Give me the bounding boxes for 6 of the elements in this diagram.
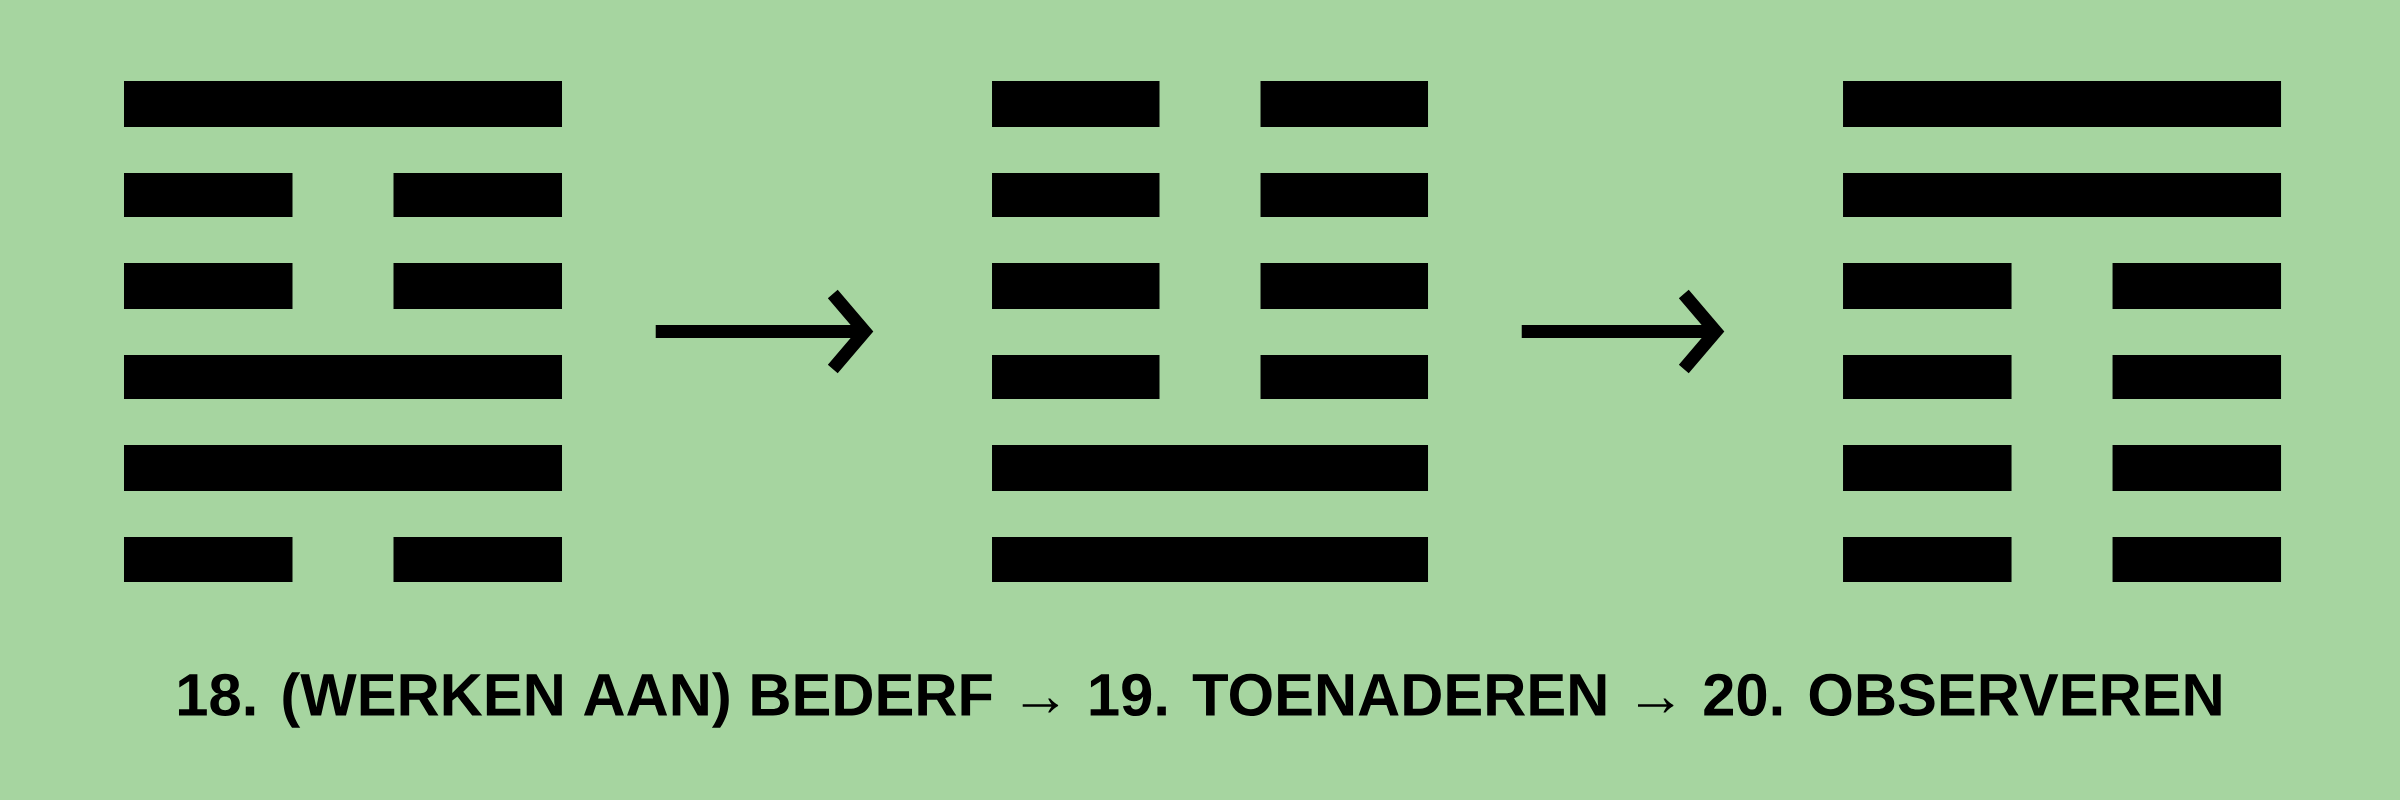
hexagram-drawing (1843, 81, 2282, 582)
hexagram-drawing (124, 81, 562, 582)
hexagram-drawing (992, 81, 1429, 582)
caption: 18. (WERKEN AAN) BEDERF → 19. TOENADEREN → 20. OBSERVEREN (179, 672, 2221, 728)
arrow (655, 289, 874, 374)
arrow (1521, 289, 1725, 374)
